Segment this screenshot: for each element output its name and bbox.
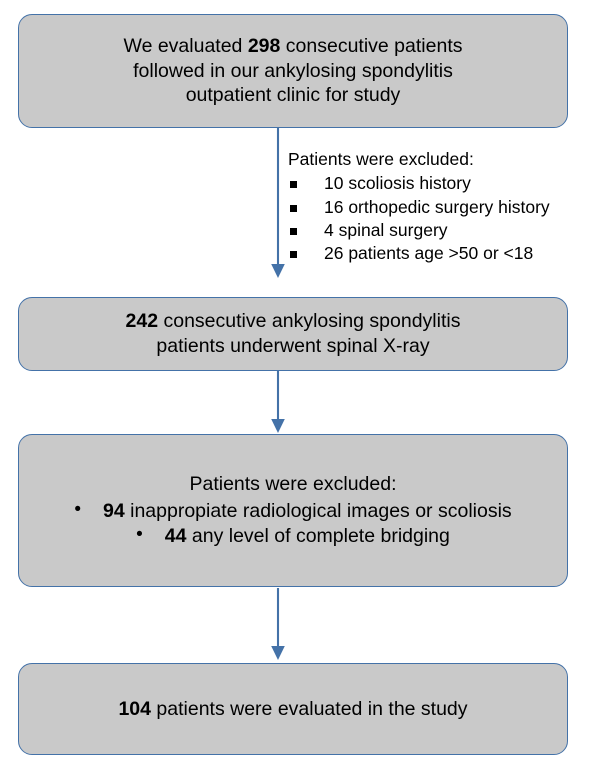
node-excluded-item-label: inappropiate radiological images or scol… [124, 499, 512, 522]
square-bullet-icon [290, 204, 297, 212]
exclusion-note-item: 4 spinal surgery [288, 219, 615, 242]
arrow-enrolled-to-xray [271, 128, 285, 278]
node-excluded-item-count: 44 [164, 524, 187, 547]
square-bullet-icon [290, 251, 297, 259]
flow-node-final-study: 104 patients were evaluated in the study [18, 663, 568, 755]
exclusion-note-item: 16 orthopedic surgery history [288, 196, 615, 219]
exclusion-note-list: 10 scoliosis history 16 orthopedic surge… [288, 172, 615, 265]
node-excluded-item: • 94 inappropiate radiological images or … [33, 499, 553, 524]
node-xray-line1-post: consecutive ankylosing spondylitis [158, 310, 461, 333]
node-final-count: 104 [118, 697, 151, 720]
square-bullet-icon [290, 227, 297, 235]
exclusion-note-item: 10 scoliosis history [288, 172, 615, 195]
exclusion-note-item-label: 26 patients age >50 or <18 [324, 243, 534, 264]
node-enrolled-line1-post: consecutive patients [280, 34, 463, 57]
node-enrolled-line1-pre: We evaluated [123, 34, 248, 57]
node-enrolled-line-2: followed in our ankylosing spondylitis [133, 59, 453, 82]
node-excluded-heading: Patients were excluded: [189, 472, 397, 495]
arrow-excluded-to-final [271, 588, 285, 660]
node-enrolled-line-1: We evaluated 298 consecutive patients [33, 34, 553, 59]
node-excluded-item-label: any level of complete bridging [186, 524, 450, 547]
node-xray-line-2: patients underwent spinal X-ray [156, 335, 430, 357]
exclusion-note-item-label: 4 spinal surgery [324, 219, 448, 240]
node-final-line-1: 104 patients were evaluated in the study [33, 697, 553, 722]
flow-node-excluded-second: Patients were excluded: • 94 inappropiate… [18, 434, 568, 587]
flow-node-enrolled: We evaluated 298 consecutive patients fo… [18, 14, 568, 128]
node-xray-count: 242 [125, 310, 159, 333]
node-xray-line-1: 242 consecutive ankylosing spondylitis [33, 309, 553, 334]
round-bullet-icon: • [74, 499, 81, 521]
node-enrolled-count: 298 [247, 34, 281, 57]
node-excluded-list: • 94 inappropiate radiological images or … [33, 499, 553, 550]
node-excluded-item-count: 94 [103, 499, 125, 522]
flow-node-underwent-xray: 242 consecutive ankylosing spondylitis p… [18, 297, 568, 371]
square-bullet-icon [290, 181, 297, 189]
round-bullet-icon: • [136, 524, 143, 546]
node-final-line1-post: patients were evaluated in the study [151, 697, 468, 720]
node-excluded-item: • 44 any level of complete bridging [33, 524, 553, 549]
exclusion-note-item-label: 10 scoliosis history [324, 173, 471, 194]
exclusion-note-item-label: 16 orthopedic surgery history [324, 196, 550, 217]
node-enrolled-line-3: outpatient clinic for study [185, 84, 401, 107]
exclusion-note-title: Patients were excluded: [288, 149, 474, 169]
exclusion-note-item: 26 patients age >50 or <18 [288, 242, 615, 265]
exclusion-note-first: Patients were excluded: 10 scoliosis his… [288, 148, 615, 265]
arrow-xray-to-excluded [271, 371, 285, 433]
